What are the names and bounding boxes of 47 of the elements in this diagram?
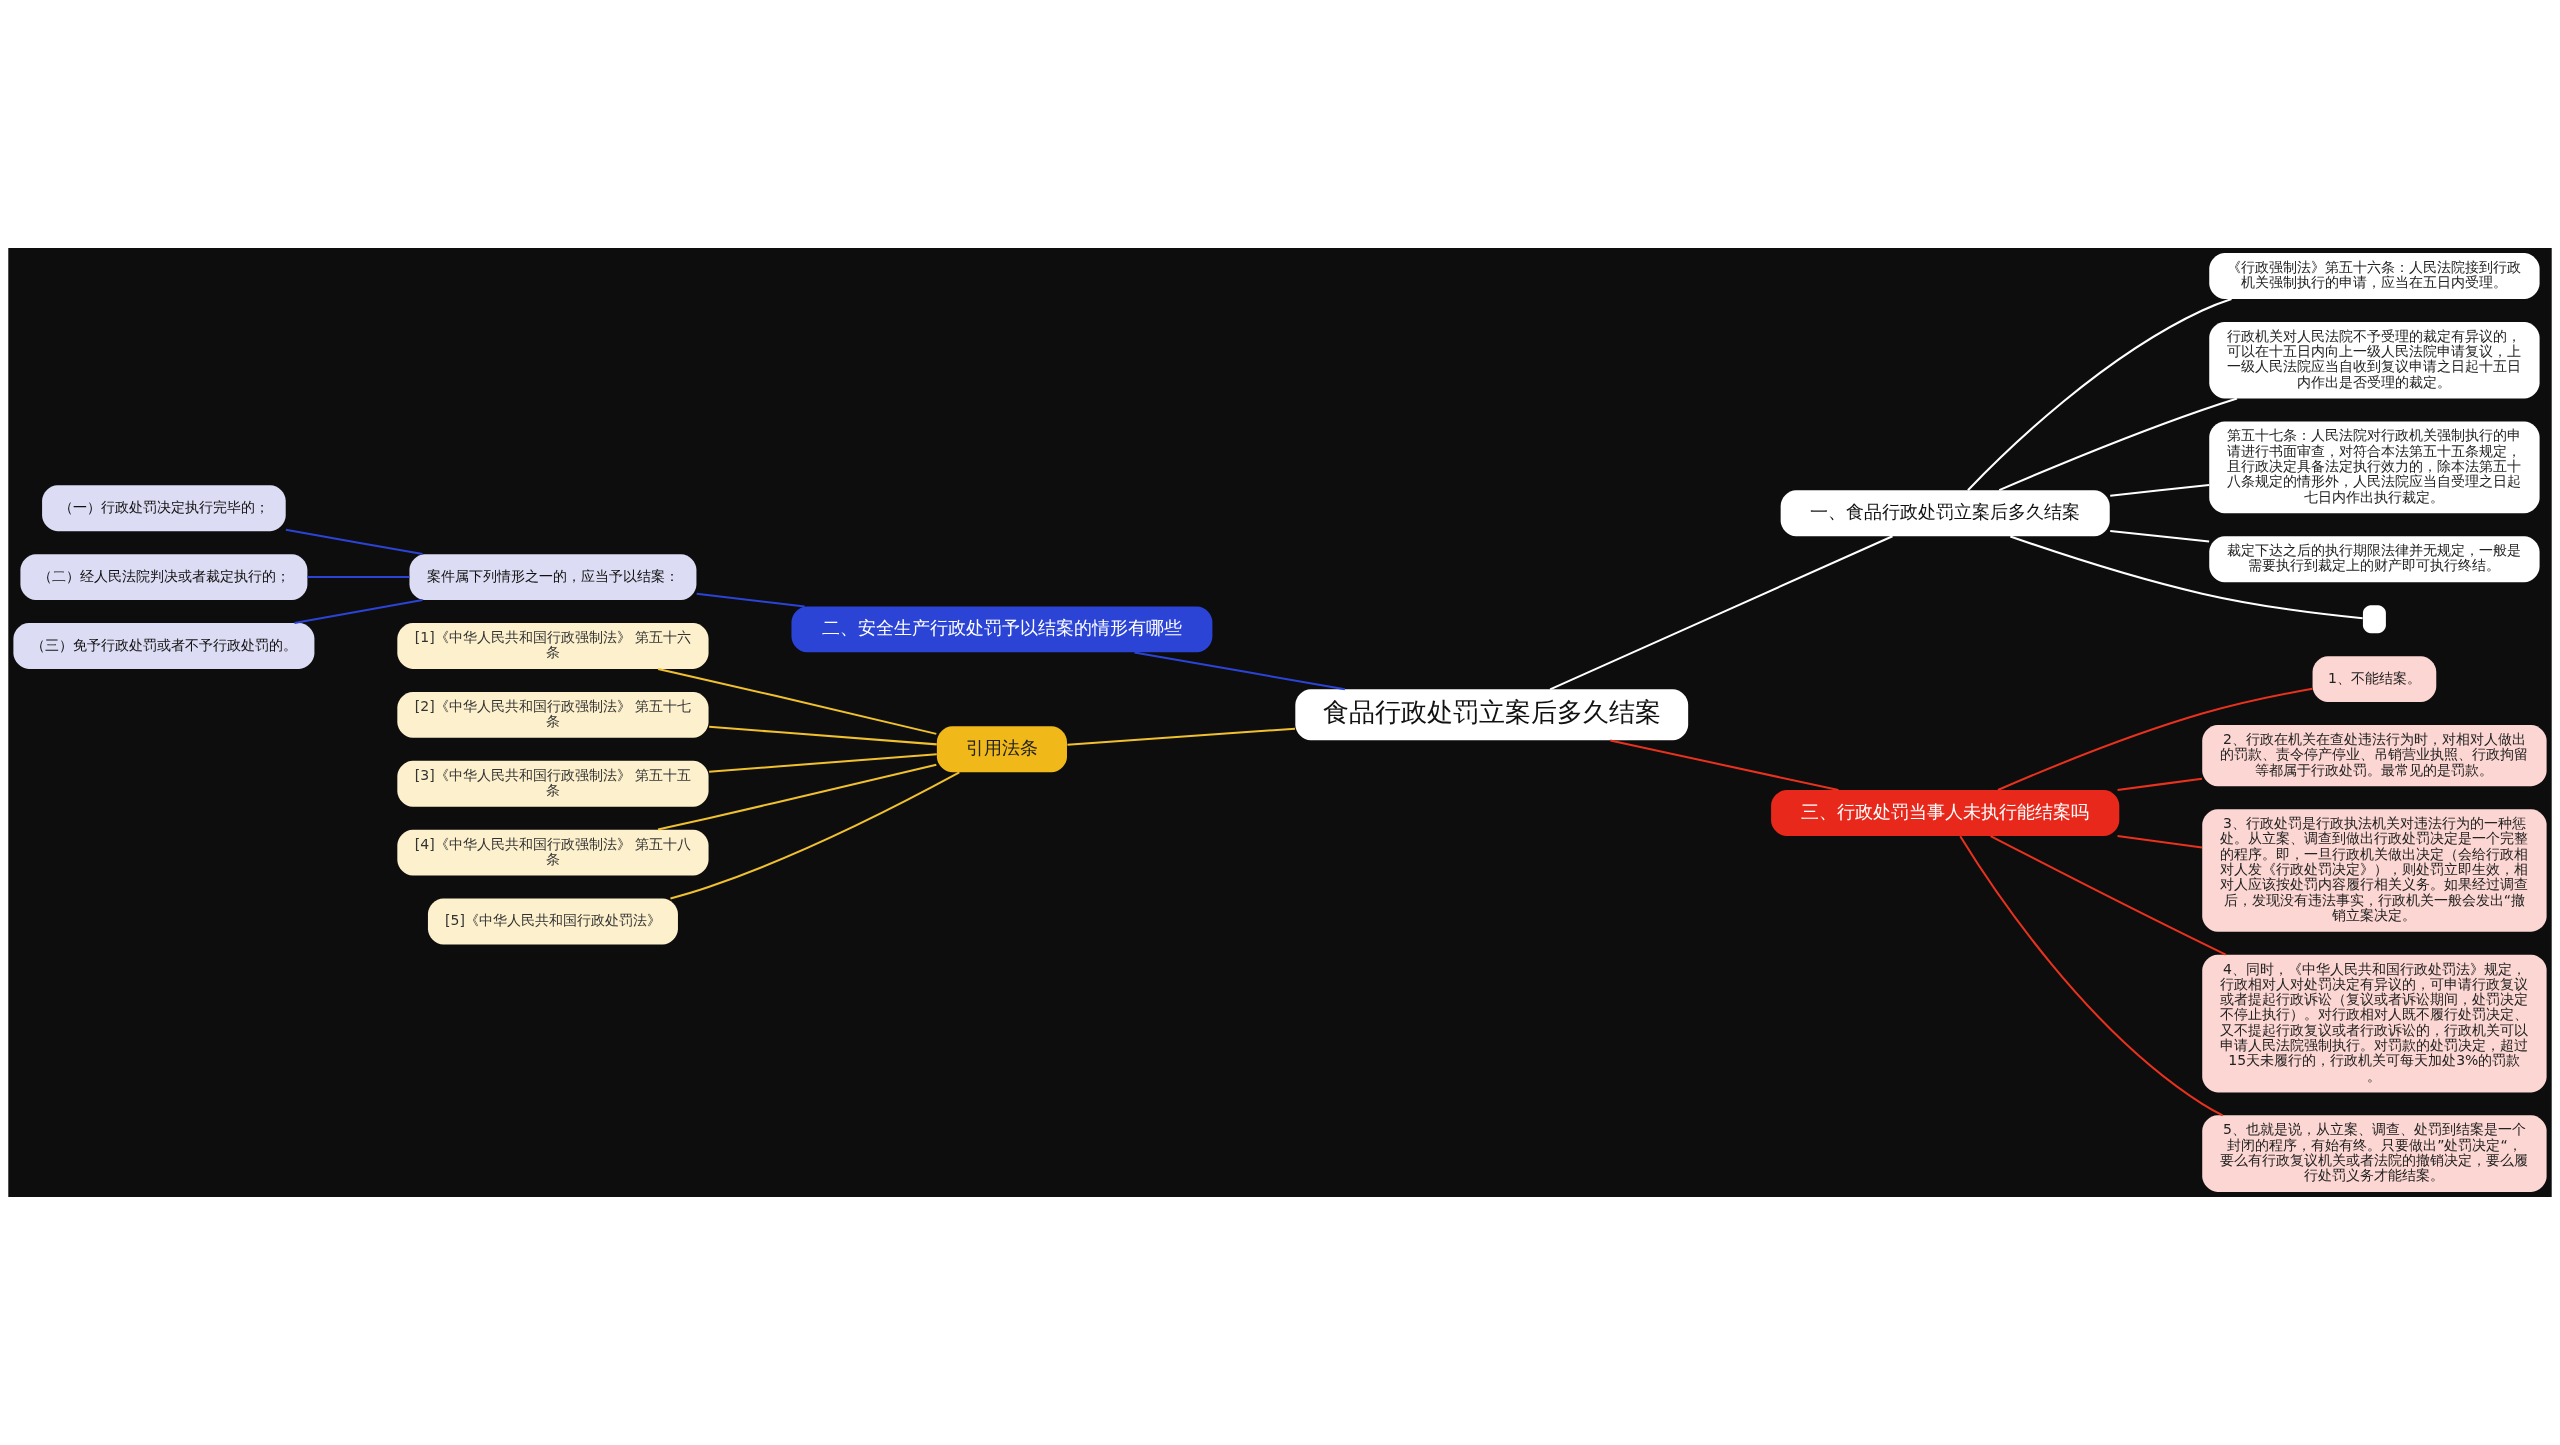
node-box: 二、安全生产行政处罚予以结案的情形有哪些 (791, 606, 1213, 653)
node-box: 《行政强制法》第五十六条：人民法院接到行政机关强制执行的申请，应当在五日内受理。 (2209, 253, 2540, 299)
connector (1967, 298, 2232, 491)
node-box: 第五十七条：人民法院对行政机关强制执行的申请进行书面审查，对符合本法第五十五条规定，且行政决定具备法定执行效力的，除本法第五十八条规定的情形外，人民法院应当自受理之日起七日内作出执行裁定。 (2209, 421, 2540, 514)
connector (1067, 727, 1296, 746)
connector (2117, 777, 2203, 792)
node-box: （一）行政处罚决定执行完毕的； (42, 485, 286, 532)
connector (696, 592, 805, 608)
connector (1990, 835, 2227, 956)
connector (2110, 484, 2210, 497)
connector (709, 753, 937, 773)
node-box: 5、也就是说，从立案、调查、处罚到结案是一个封闭的程序，有始有终。只要做出”处罚决定“，要么有行政复议机关或者法院的撤销决定，要么履行处罚义务才能结案。 (2202, 1115, 2547, 1192)
node-box: 4、同时，《中华人民共和国行政处罚法》规定，行政相对人对处罚决定有异议的，可申请行政复议或者提起行政诉讼（复议或者诉讼期间，处罚决定不停止执行）。对行政相对人既不履行处罚决定、又不提起行政复议或者行政诉讼的，行政机关可以申请人民法院强制执行。对罚款的处罚决定，超过15天未履行的，行政机关可每天加处3%的罚款。 (2202, 954, 2547, 1093)
node-box: 一、食品行政处罚立案后多久结案 (1780, 490, 2110, 537)
connector (2117, 835, 2203, 849)
connector (1997, 687, 2313, 791)
connector (657, 667, 937, 735)
node-box: 引用法条 (936, 726, 1067, 773)
connector (1134, 651, 1346, 691)
node-box: 食品行政处罚立案后多久结案 (1295, 689, 1689, 741)
connector (2110, 529, 2210, 543)
node-box: 3、行政处罚是行政执法机关对违法行为的一种惩处。从立案、调查到做出行政处罚决定是一个完整的程序。即，一旦行政机关做出决定（会给行政相对人发《行政处罚决定》），则处罚立即生效，相对人应该按处罚内容履行相关义务。如果经过调查后，发现没有违法事实，行政机关一般会发出“撤销立案决定。 (2202, 809, 2547, 932)
node-box: 三、行政处罚当事人未执行能结案吗 (1771, 790, 2120, 836)
node-box: [5]《中华人民共和国行政处罚法》 (427, 898, 678, 945)
connector (294, 599, 423, 624)
node-box: [4]《中华人民共和国行政强制法》 第五十八条 (397, 829, 709, 876)
node-box (2362, 605, 2386, 634)
node-box: 裁定下达之后的执行期限法律并无规定，一般是需要执行到裁定上的财产即可执行终结。 (2209, 536, 2540, 583)
node-box: 案件属下列情形之一的，应当予以结案： (409, 554, 697, 601)
node-box: [2]《中华人民共和国行政强制法》 第五十七条 (397, 691, 709, 738)
connector (2010, 535, 2363, 620)
node-box: 2、行政在机关在查处违法行为时，对相对人做出的罚款、责令停产停业、吊销营业执照、行政拘留等都属于行政处罚。最常见的是罚款。 (2202, 725, 2547, 787)
connector (657, 763, 937, 831)
connector (1610, 739, 1839, 792)
node-box: 行政机关对人民法院不予受理的裁定有异议的，可以在十五日内向上一级人民法院申请复议，上一级人民法院应当自收到复议申请之日起十五日内作出是否受理的裁定。 (2209, 322, 2540, 399)
node-box: （二）经人民法院判决或者裁定执行的； (20, 554, 308, 601)
node-box: [1]《中华人民共和国行政强制法》 第五十六条 (397, 623, 709, 669)
connector (1549, 535, 1893, 691)
node-box: [3]《中华人民共和国行政强制法》 第五十五条 (397, 760, 709, 807)
connector (307, 576, 410, 579)
connector (1998, 397, 2238, 492)
connector (709, 725, 937, 746)
connector (285, 528, 423, 556)
connector (670, 771, 960, 900)
node-box: 1、不能结案。 (2312, 656, 2437, 703)
connector (1959, 835, 2224, 1117)
node-box: （三）免予行政处罚或者不予行政处罚的。 (13, 623, 315, 669)
